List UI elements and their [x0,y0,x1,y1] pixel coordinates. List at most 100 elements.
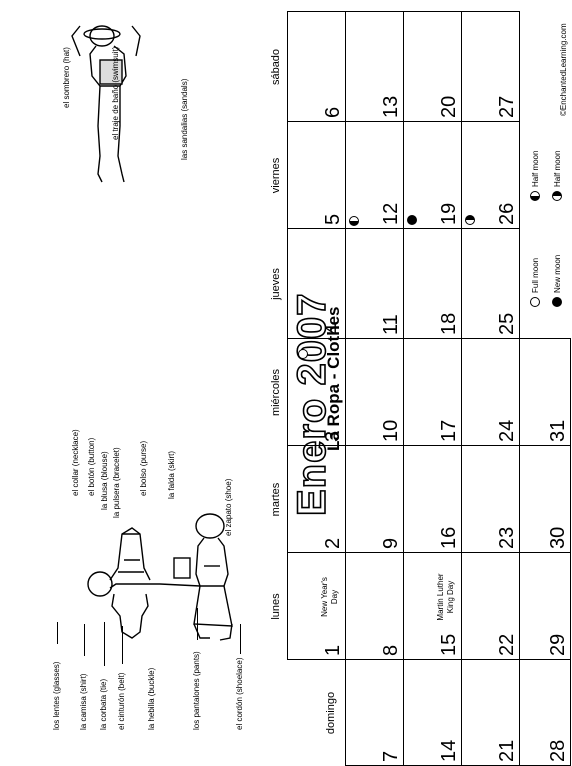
label-purse: el bolso (purse) [139,440,148,496]
day-cell-11: 11 [345,228,404,339]
day-name-jueves: jueves [270,268,282,300]
legend-new-moon-icon [552,297,562,307]
day-number: 29 [547,633,569,656]
day-number: 16 [438,526,460,549]
legend-half-moon-icon [530,191,540,201]
day-name-viernes: viernes [270,157,282,194]
day-number: 22 [496,633,518,656]
day-cell-28: 28 [519,659,571,766]
label-blouse: la blusa (blouse) [100,451,109,510]
label-hat: el sombrero (hat) [62,47,71,108]
day-cell-23: 23 [461,445,520,553]
label-bracelet: la pulsera (bracelet) [112,447,121,518]
label-pants: los pantalones (pants) [192,651,201,730]
day-cell-13: 13 [345,11,404,122]
day-cell-20: 20 [403,11,462,122]
day-cell-24: 24 [461,338,520,446]
legend-half-moon-label: Half moon [531,150,540,187]
day-name-martes: martes [270,482,282,517]
day-cell-16: 16 [403,445,462,553]
legend-half-moon-icon-2 [552,191,562,201]
day-cell-6: 6 [287,11,346,122]
arrow-tie [104,622,105,666]
holiday-label: Martin Luther King Day [436,573,455,621]
day-cell-3: 3 [287,338,346,446]
legend-new-moon-label: New moon [553,254,562,293]
day-cell-25: 25 [461,228,520,339]
label-swimsuit: el traje de baño (swimsuit) [111,46,120,140]
label-belt: el cinturón (belt) [117,672,126,730]
day-number: 9 [380,537,402,549]
day-name-sabado: sábado [270,48,282,86]
day-cell-12: 12 [345,121,404,229]
half-moon-icon [349,216,359,226]
day-number: 4 [322,323,344,335]
day-number: 25 [496,312,518,335]
day-number: 1 [322,644,344,656]
day-number: 18 [438,312,460,335]
arrow-glasses [57,622,58,644]
legend-full-moon-icon [530,297,540,307]
day-number: 30 [547,526,569,549]
day-cell-10: 10 [345,338,404,446]
day-number: 24 [496,419,518,442]
label-sandals: las sandalias (sandals) [180,78,189,160]
legend-full-moon-label: Full moon [531,257,540,293]
day-number: 31 [547,419,569,442]
day-cell-1: 1 New Year's Day [287,552,346,660]
day-name-lunes: lunes [270,593,282,620]
day-name-domingo: domingo [325,691,337,735]
new-moon-icon [407,215,417,225]
label-buckle: la hebilla (buckle) [147,667,156,730]
day-number: 2 [322,537,344,549]
label-shoe: el zapato (shoe) [224,478,233,536]
day-number: 19 [438,202,460,225]
day-number: 5 [322,213,344,225]
day-number: 7 [380,750,402,762]
woman-figure-illustration [173,513,233,641]
day-cell-29: 29 [519,552,571,660]
day-cell-18: 18 [403,228,462,339]
label-shoelace: el cordón (shoelace) [235,657,244,730]
label-skirt: la falda (skirt) [167,450,176,499]
day-number: 8 [380,644,402,656]
day-number: 11 [380,314,402,335]
day-number: 3 [322,430,344,442]
label-glasses: los lentes (glasses) [52,661,61,730]
arrow-pants [197,608,198,640]
arrow-shoelace [240,624,241,654]
swimsuit-figure-illustration [71,25,141,183]
day-number: 14 [438,739,460,762]
label-button: el botón (button) [87,437,96,496]
day-number: 23 [496,526,518,549]
day-cell-22: 22 [461,552,520,660]
day-cell-9: 9 [345,445,404,553]
day-cell-21: 21 [461,659,520,766]
arrow-belt [122,626,123,664]
day-number: 27 [496,95,518,118]
label-necklace: el collar (necklace) [71,429,80,496]
day-number: 10 [380,419,402,442]
day-number: 26 [496,202,518,225]
label-shirt: la camisa (shirt) [79,673,88,730]
full-moon-icon [298,349,308,359]
arrow-shirt [84,624,85,656]
day-number: 28 [547,739,569,762]
day-number: 6 [322,106,344,118]
half-moon-icon [465,215,475,225]
day-number: 17 [438,419,460,442]
day-number: 20 [438,95,460,118]
day-cell-27: 27 [461,11,520,122]
day-cell-30: 30 [519,445,571,553]
holiday-label: New Year's Day [320,577,339,617]
day-number: 21 [496,739,518,762]
day-number: 13 [380,95,402,118]
day-name-miercoles: miércoles [270,368,282,417]
day-cell-2: 2 [287,445,346,553]
copyright-text: ©EnchantedLearning.com [559,23,568,116]
man-figure-illustration [87,527,201,639]
day-cell-8: 8 [345,552,404,660]
day-cell-5: 5 [287,121,346,229]
day-cell-26: 26 [461,121,520,229]
